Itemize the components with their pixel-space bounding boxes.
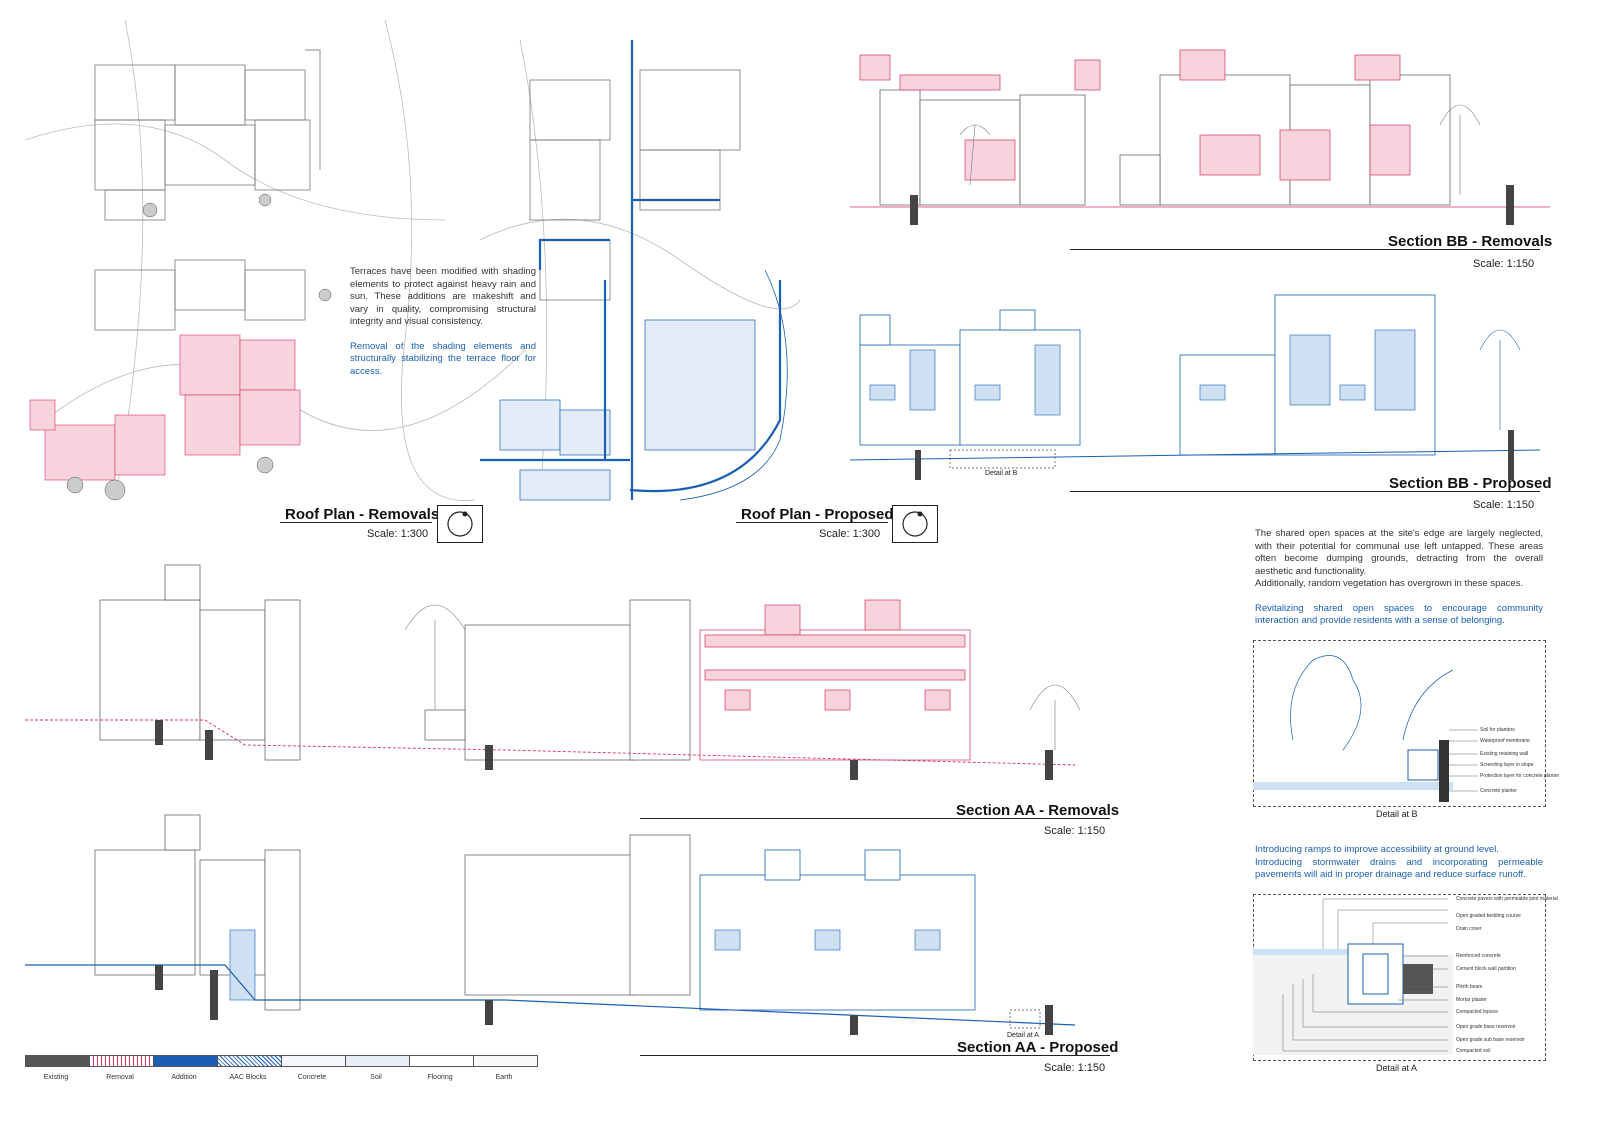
detail-b-annotation: Existing retaining wall	[1480, 751, 1529, 757]
open-space-text-2: Additionally, random vegetation has over…	[1255, 578, 1524, 589]
detail-b-annotation: Concrete planter	[1480, 788, 1517, 794]
detail-b-annotation: Soil for planters	[1480, 727, 1515, 733]
detail-a-annotation: Compacted soil	[1456, 1048, 1491, 1054]
terrace-description: Terraces have been modified with shading…	[350, 266, 536, 378]
section-aa-removals-drawing	[25, 564, 1081, 780]
roof-plan-removals-title: Roof Plan - Removals	[285, 506, 440, 523]
legend-swatch-addition	[153, 1055, 218, 1067]
section-aa-proposed-scale: Scale: 1:150	[1044, 1062, 1106, 1074]
legend-swatch-aac-blocks	[217, 1055, 282, 1067]
detail-b-frame	[1253, 640, 1546, 807]
detail-b-annotation: Protection layer for concrete planter	[1480, 773, 1560, 779]
roof-plan-proposed-scale: Scale: 1:300	[819, 528, 881, 540]
section-bb-proposed-title: Section BB - Proposed	[1389, 475, 1552, 492]
roof-plan-proposed-drawing	[479, 39, 801, 501]
legend-swatch-existing	[25, 1055, 90, 1067]
legend-label-flooring: Flooring	[427, 1074, 453, 1081]
detail-a-annotation: Compacted topsoe	[1456, 1009, 1498, 1015]
detail-b-caption: Detail at B	[1376, 809, 1418, 819]
detail-b-annotation: Screeding layer in slope	[1480, 762, 1534, 768]
legend-label-soil: Soil	[370, 1074, 382, 1081]
section-bb-proposed-underline	[1070, 491, 1540, 492]
detail-a-annotation: Mortar plaster	[1456, 997, 1487, 1003]
roof-plan-proposed-title: Roof Plan - Proposed	[741, 506, 894, 523]
detail-a-annotation: Open grade base reservoir	[1456, 1024, 1516, 1030]
legend-label-removal: Removal	[106, 1074, 134, 1081]
section-bb-removals-scale: Scale: 1:150	[1473, 258, 1535, 270]
detail-a-annotation: Cement block wall partition	[1456, 966, 1516, 972]
terrace-text: Terraces have been modified with shading…	[350, 266, 536, 327]
legend-label-aac-blocks: AAC Blocks	[229, 1074, 267, 1081]
section-aa-detail-marker: Detail at A	[1007, 1032, 1039, 1039]
detail-a-annotation: Concrete pavers with permeable joint mat…	[1456, 896, 1558, 902]
section-bb-detail-marker: Detail at B	[985, 470, 1018, 477]
section-aa-proposed-underline	[640, 1055, 1110, 1056]
roof-plan-removals-scale: Scale: 1:300	[367, 528, 429, 540]
legend-swatch-concrete	[281, 1055, 346, 1067]
section-bb-removals-title: Section BB - Removals	[1388, 233, 1553, 250]
ramp-text-1: Introducing ramps to improve accessibili…	[1255, 844, 1499, 855]
section-aa-removals-title: Section AA - Removals	[956, 802, 1120, 819]
ramp-description: Introducing ramps to improve accessibili…	[1255, 844, 1543, 882]
roof-plan-proposed-underline	[736, 522, 888, 523]
terrace-proposal-text: Removal of the shading elements and stru…	[350, 340, 536, 377]
legend-label-addition: Addition	[171, 1074, 197, 1081]
roof-plan-removals-drawing	[24, 19, 526, 501]
section-bb-removals-underline	[1070, 249, 1540, 250]
legend-swatch-removal	[89, 1055, 154, 1067]
north-arrow-proposed	[892, 505, 938, 543]
section-bb-proposed-drawing	[849, 294, 1541, 480]
section-bb-removals-drawing	[850, 49, 1550, 225]
section-aa-removals-underline	[640, 818, 1110, 819]
detail-a-drawing	[1253, 898, 1453, 1055]
section-aa-proposed-drawing	[25, 814, 1076, 1035]
section-aa-removals-scale: Scale: 1:150	[1044, 825, 1106, 837]
detail-b-drawing	[1253, 655, 1478, 802]
legend-label-concrete: Concrete	[297, 1074, 327, 1081]
section-bb-proposed-scale: Scale: 1:150	[1473, 499, 1535, 511]
detail-a-annotation: Reinforced concrete	[1456, 953, 1501, 959]
detail-a-annotation: Open graded bedding course	[1456, 913, 1521, 919]
detail-b-annotation: Waterproof membrane	[1480, 738, 1530, 744]
section-aa-proposed-title: Section AA - Proposed	[957, 1039, 1119, 1056]
detail-a-annotation: Plinth beam	[1456, 984, 1483, 990]
detail-a-annotation: Drain cover	[1456, 926, 1482, 932]
open-space-text: The shared open spaces at the site's edg…	[1255, 528, 1543, 577]
ramp-text-2: Introducing stormwater drains and incorp…	[1255, 856, 1543, 881]
north-arrow-removals	[437, 505, 483, 543]
legend-swatch-earth	[473, 1055, 538, 1067]
detail-a-caption: Detail at A	[1376, 1063, 1418, 1073]
detail-a-annotation: Open grade sub base reservoir	[1456, 1037, 1525, 1043]
legend-label-earth: Earth	[495, 1074, 513, 1081]
legend-label-existing: Existing	[43, 1074, 69, 1081]
open-space-proposal-text: Revitalizing shared open spaces to encou…	[1255, 602, 1543, 627]
roof-plan-removals-underline	[280, 522, 432, 523]
open-space-description: The shared open spaces at the site's edg…	[1255, 528, 1543, 628]
legend-swatch-soil	[345, 1055, 410, 1067]
legend-swatch-flooring	[409, 1055, 474, 1067]
